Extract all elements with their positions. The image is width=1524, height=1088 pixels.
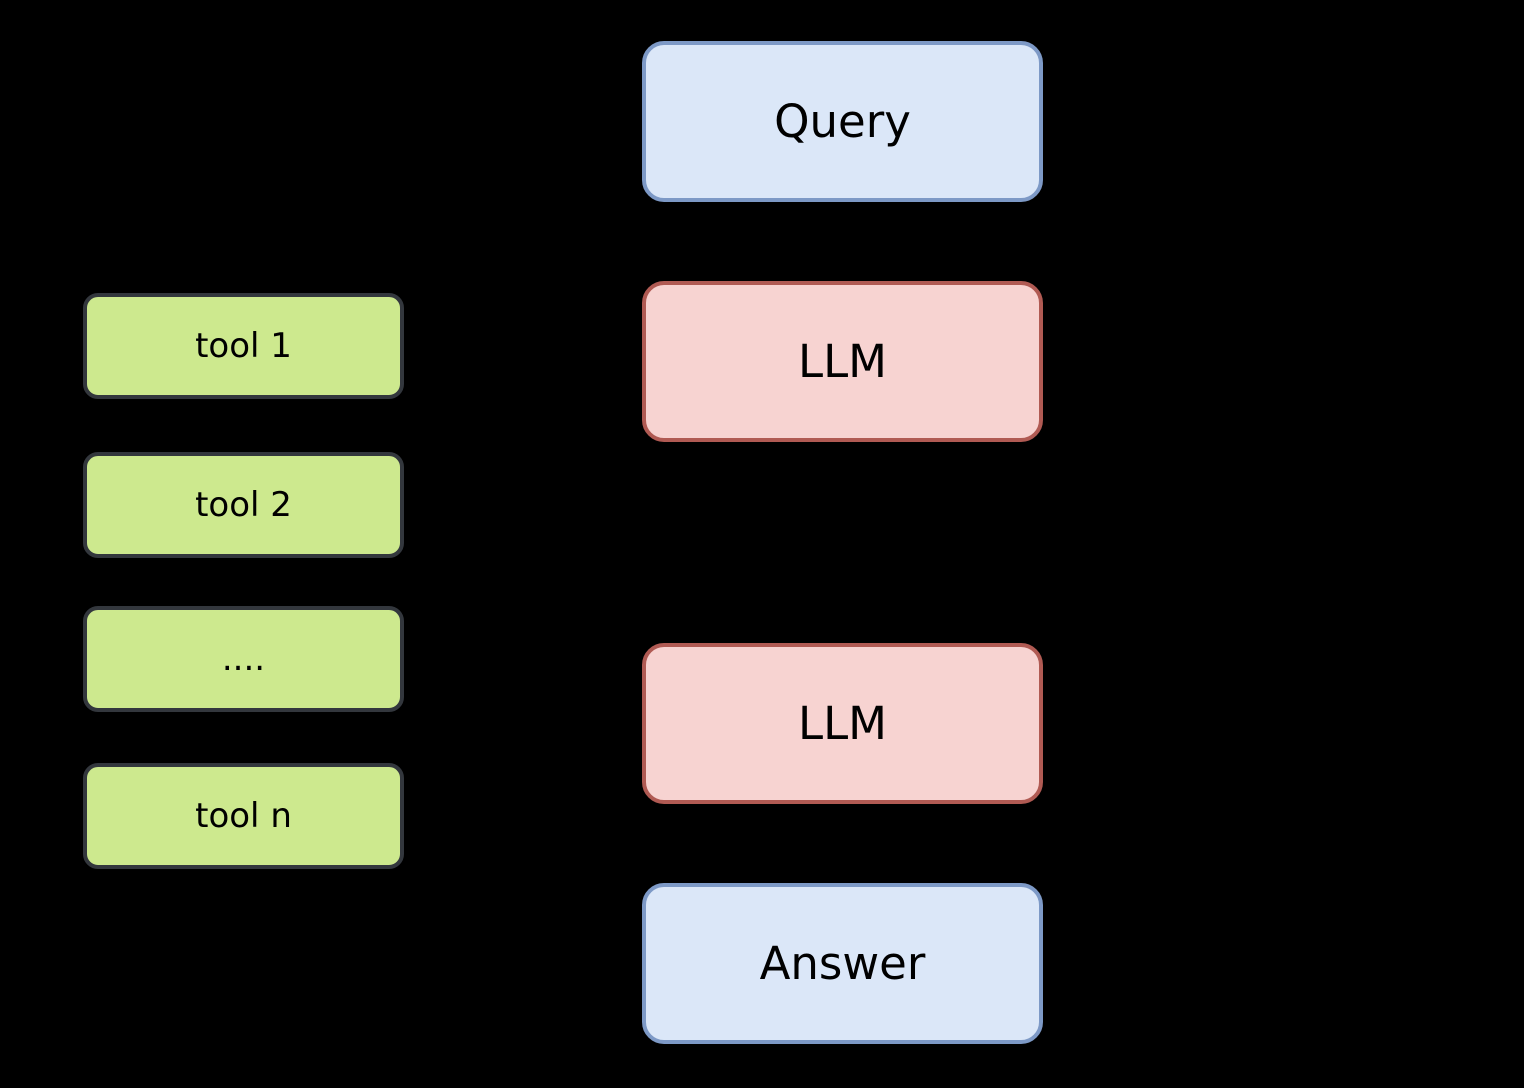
node-llm-1-label: LLM [798,335,887,388]
node-llm-2: LLM [642,643,1043,804]
node-tool-1: tool 1 [83,293,404,399]
node-answer-label: Answer [759,937,926,990]
node-llm-2-label: LLM [798,697,887,750]
node-query: Query [642,41,1043,202]
node-tool-1-label: tool 1 [195,326,292,366]
node-tool-n: tool n [83,763,404,869]
node-query-label: Query [774,95,911,148]
node-tool-2: tool 2 [83,452,404,558]
node-tool-2-label: tool 2 [195,485,292,525]
node-tool-ellipsis-label: .... [221,639,266,679]
node-llm-1: LLM [642,281,1043,442]
node-tool-ellipsis: .... [83,606,404,712]
node-answer: Answer [642,883,1043,1044]
node-tool-n-label: tool n [195,796,292,836]
